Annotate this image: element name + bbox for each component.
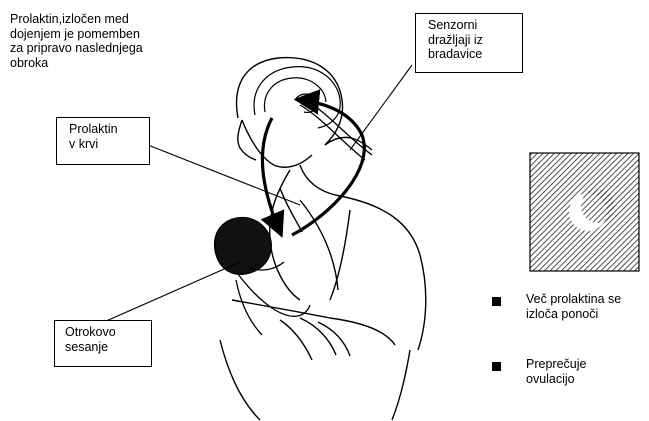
signal-arrows [262,100,372,235]
suckling-box: Otrokovo sesanje [54,320,152,367]
prolactin-blood-box: Prolaktin v krvi [56,117,150,165]
leader-line-blood [148,145,300,205]
bullet-marker [492,297,501,306]
baby-figure [215,218,310,335]
ovulation-bullet-text: Preprečuje ovulacijo [526,357,646,386]
sensory-stimuli-box: Senzorni dražljaji iz bradavice [415,13,523,73]
leader-line-suckling [104,262,240,322]
bullet-marker [492,362,501,371]
leader-line-sensory [350,65,412,150]
top-note: Prolaktin,izločen med dojenjem je pomemb… [10,12,200,70]
brain-drawing [254,67,340,128]
night-bullet-text: Več prolaktina se izloča ponoči [526,292,646,321]
